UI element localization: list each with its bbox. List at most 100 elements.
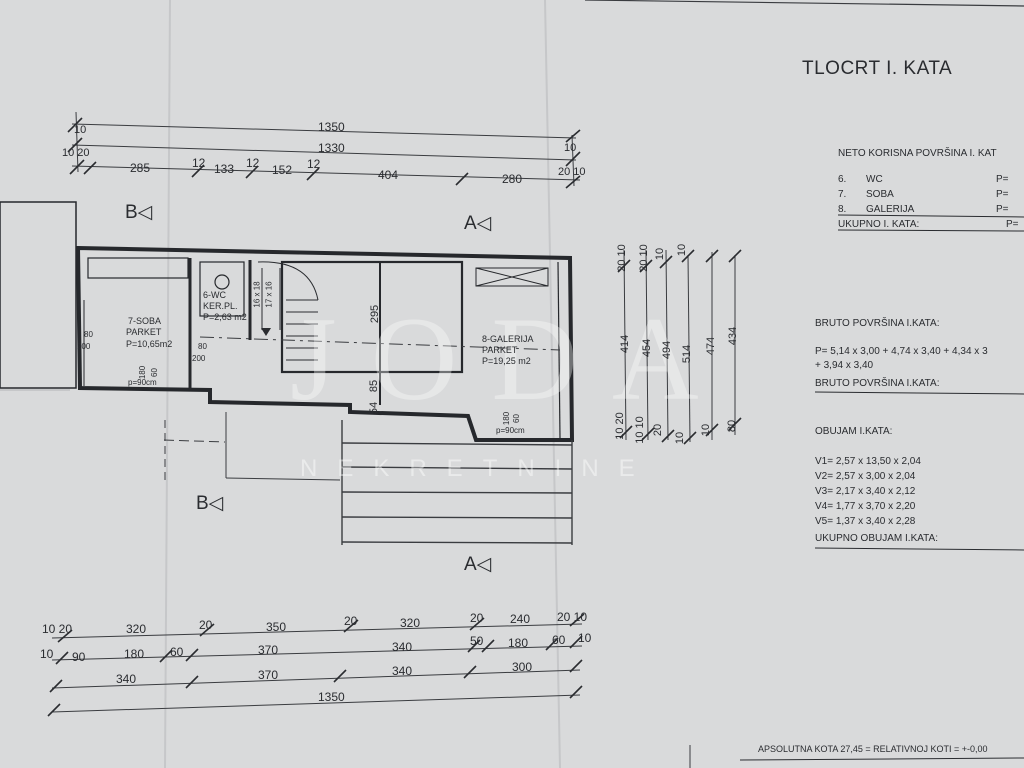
stair-dim: 16 x 18 <box>252 281 262 308</box>
top-dimension-lines <box>71 111 581 187</box>
dim-295: 295 <box>369 304 382 324</box>
dim-left-a: 10 <box>74 124 87 136</box>
window-height: 60 <box>149 368 159 377</box>
dim-left-b: 10 20 <box>62 147 90 159</box>
bruto-heading: BRUTO POVRŠINA I.KATA: <box>815 318 940 329</box>
door-height: 200 <box>192 354 206 363</box>
page-title: TLOCRT I. KATA <box>802 58 953 79</box>
room-area-galerija: P=19,25 m2 <box>482 356 531 366</box>
window-height: 60 <box>511 414 521 423</box>
room-name-galerija: 8-GALERIJA <box>482 334 534 344</box>
dim-bottom-r2: 60 <box>552 633 566 647</box>
dim-bottom-r2: 10 <box>40 647 54 661</box>
bottom-tick-marks <box>47 613 585 717</box>
dim-right-bottom: 10 20 <box>613 412 626 440</box>
right-dimension-lines <box>623 249 736 443</box>
bruto-total: BRUTO POVRŠINA I.KATA: <box>815 378 940 389</box>
dim-bottom-r2: 60 <box>170 645 184 659</box>
dim-bottom-r1: 240 <box>510 612 531 626</box>
dim-bottom-r1: 20 <box>199 618 213 632</box>
dim-bottom-r2: 90 <box>72 650 86 664</box>
dim-bottom-r3: 370 <box>258 668 279 682</box>
dim-bottom-r1: 10 20 <box>42 622 73 636</box>
dim-right-a: 10 <box>564 142 577 154</box>
dim-bottom-r1: 320 <box>126 622 147 636</box>
dim-top-seg: 280 <box>502 172 523 186</box>
dim-right-vertical: 494 <box>661 340 674 360</box>
room-floor-soba: PARKET <box>126 327 162 337</box>
dim-bottom-r2: 340 <box>392 640 413 654</box>
dim-bottom-r2: 370 <box>258 643 279 657</box>
door-width: 80 <box>198 342 207 351</box>
room-floor-galerija: PARKET <box>482 345 518 355</box>
top-tick-marks <box>67 117 581 189</box>
dim-top-seg: 285 <box>130 161 151 175</box>
neto-heading: NETO KORISNA POVRŠINA I. KAT <box>838 148 997 159</box>
section-marker-b: B◁ <box>125 202 153 223</box>
table-rules <box>739 214 1024 761</box>
stair-dim: 17 x 16 <box>264 281 274 308</box>
dim-bottom-r3: 340 <box>116 672 137 686</box>
dim-right-top: 10 <box>654 247 667 261</box>
dim-right-vertical: 434 <box>727 326 740 346</box>
obujam-rows: V1= 2,57 x 13,50 x 2,04 V2= 2,57 x 3,00 … <box>815 454 921 529</box>
window-sill: p=90cm <box>496 426 525 435</box>
dim-top-seg: 404 <box>378 168 399 182</box>
obujam-row: V2= 2,57 x 3,00 x 2,04 <box>815 471 916 482</box>
neto-total-row: UKUPNO I. KATA:P= <box>838 219 1019 230</box>
watermark-logo: JODA <box>290 292 733 425</box>
dim-bottom-r1: 20 <box>470 611 484 625</box>
dim-bottom-total: 1350 <box>318 690 345 704</box>
bruto-formula: + 3,94 x 3,40 <box>815 360 874 371</box>
window-sill: p=90cm <box>128 378 157 387</box>
obujam-row: V5= 1,37 x 3,40 x 2,28 <box>815 516 916 527</box>
dim-top-seg: 12 <box>246 156 260 170</box>
dim-bottom-r1: 350 <box>266 620 287 634</box>
room-area-soba: P=10,65m2 <box>126 339 173 349</box>
obujam-row: V1= 2,57 x 13,50 x 2,04 <box>815 456 921 467</box>
dim-bottom-r3: 300 <box>512 660 533 674</box>
stair-flight <box>257 261 319 373</box>
section-marker-b: B◁ <box>196 493 224 514</box>
dim-top-seg: 12 <box>307 157 321 171</box>
dim-total-outer: 1350 <box>318 120 345 134</box>
dim-bottom-r1: 20 <box>344 614 358 628</box>
dim-right-vertical: 474 <box>705 336 718 356</box>
room-name-wc: 6-WC <box>203 290 226 300</box>
dim-top-seg: 152 <box>272 163 293 177</box>
dim-top-seg: 12 <box>192 156 206 170</box>
dim-right-bottom: 80 <box>726 419 739 433</box>
dim-bottom-r2: 180 <box>124 647 145 661</box>
door-width: 80 <box>84 330 93 339</box>
dim-right-bottom: 10 <box>674 431 687 445</box>
dim-right-top: 20 10 <box>615 244 628 272</box>
dim-bottom-r2: 50 <box>470 634 484 648</box>
dim-bottom-r2: 180 <box>508 636 529 650</box>
paper-folds <box>0 0 561 768</box>
dim-bottom-r3: 340 <box>392 664 413 678</box>
section-marker-a: A◁ <box>464 213 492 234</box>
bottom-dimension-lines <box>51 623 583 713</box>
room-name-soba: 7-SOBA <box>128 316 162 326</box>
footer-elevation-note: APSOLUTNA KOTA 27,45 = RELATIVNOJ KOTI =… <box>758 744 988 754</box>
terrace-slats <box>341 420 573 545</box>
stair-arrow <box>261 328 271 336</box>
dim-right-bottom: 10 10 <box>633 416 646 444</box>
obujam-total: UKUPNO OBUJAM I.KATA: <box>815 533 938 544</box>
door-height: 200 <box>77 342 91 351</box>
dim-right-top: 10 <box>676 243 689 257</box>
dim-right-vertical: 514 <box>681 344 694 364</box>
dim-bottom-r2: 10 <box>578 631 592 645</box>
section-line <box>199 336 561 351</box>
obujam-heading: OBUJAM I.KATA: <box>815 426 893 437</box>
room-area-wc: P=2,63 m2 <box>203 312 247 322</box>
watermark-subtitle: NEKRETNINE <box>300 455 655 482</box>
right-tick-marks <box>617 249 742 445</box>
dim-bottom-r1: 320 <box>400 616 421 630</box>
building-walls <box>0 201 575 442</box>
dim-right-bottom: 20 <box>652 423 665 437</box>
